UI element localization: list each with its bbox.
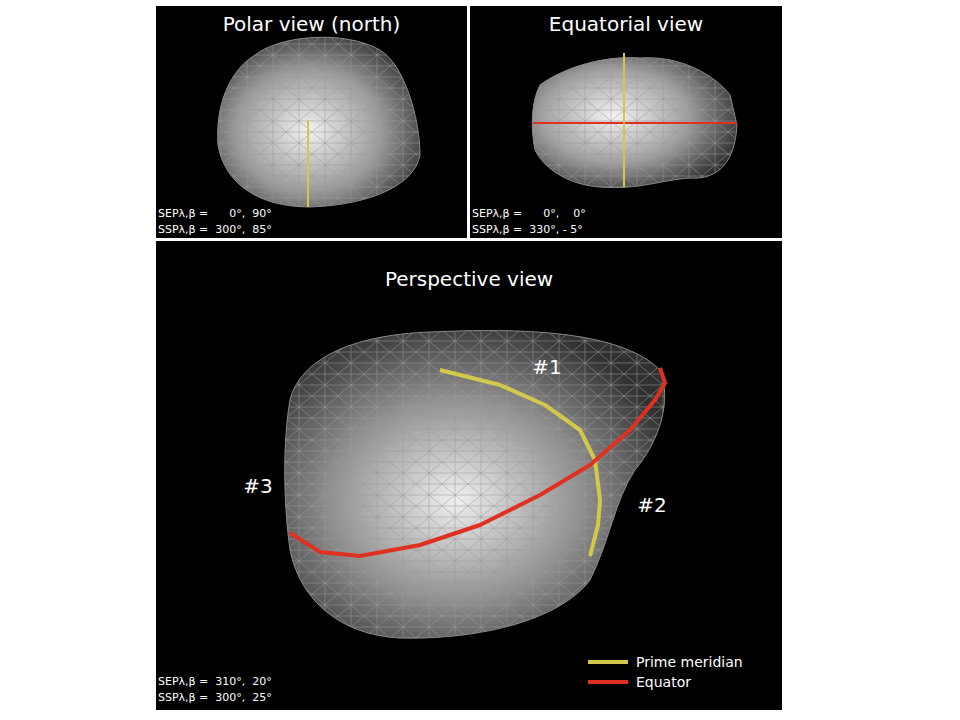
panel-title: Equatorial view — [470, 12, 782, 36]
callout-number: #3 — [243, 474, 272, 498]
geometry-note: SEPλ,β = 0°, 90° — [158, 206, 272, 222]
geometry-note: SSPλ,β = 300°, 85° — [158, 222, 272, 238]
legend-label: Equator — [636, 674, 691, 690]
callout-number: #2 — [637, 493, 666, 517]
callout-number: #1 — [532, 355, 561, 379]
geometry-note: SEPλ,β = 0°, 0° — [472, 206, 586, 222]
panel-title: Perspective view — [156, 267, 782, 291]
geometry-note: SSPλ,β = 300°, 25° — [158, 690, 272, 706]
view-panel: Polar view (north) SEPλ,β = 0°, 90°SSPλ,β… — [156, 6, 467, 238]
panel-title: Polar view (north) — [156, 12, 467, 36]
view-panel: Equatorial viewSEPλ,β = 0°, 0°SSPλ,β = 3… — [470, 6, 782, 238]
geometry-note: SEPλ,β = 310°, 20° — [158, 674, 272, 690]
geometry-note: SSPλ,β = 330°, - 5° — [472, 222, 583, 238]
legend-label: Prime meridian — [636, 654, 743, 670]
